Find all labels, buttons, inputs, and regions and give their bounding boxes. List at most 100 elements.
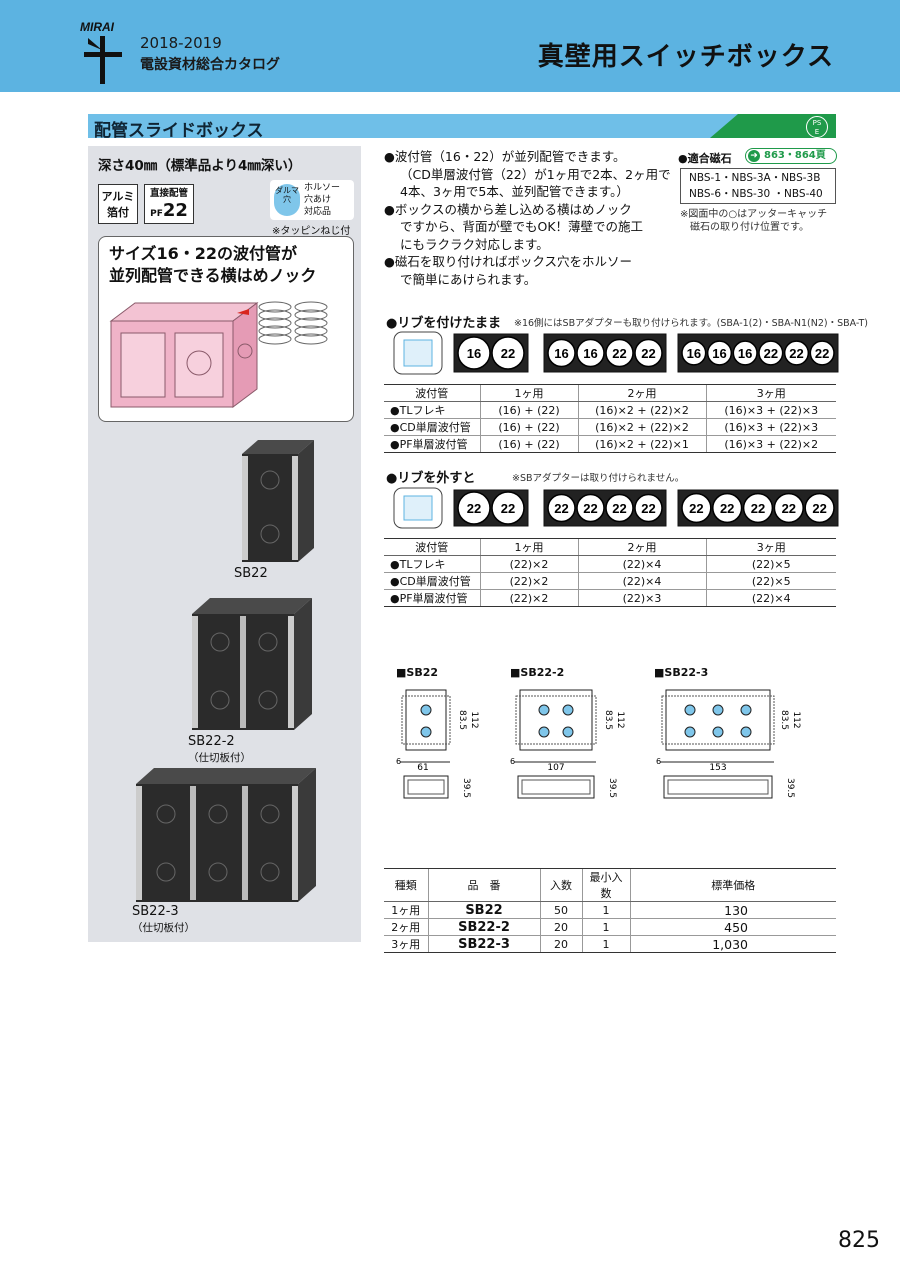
cell: 1ヶ用 <box>384 901 428 919</box>
dim-title-sb22-2: ■SB22-2 <box>510 666 565 679</box>
sb22-3-photo <box>136 768 316 902</box>
pipe-size-label: 16 <box>467 346 481 361</box>
pipe-size-label: 22 <box>782 501 796 516</box>
pipe-size-label: 22 <box>501 346 515 361</box>
sb22-2-sub: （仕切板付） <box>188 752 251 764</box>
pipe-circle <box>576 338 605 368</box>
dim-drawing-sb22: 61 6 83.5 112 39.5 <box>396 689 479 799</box>
sb22-3-label: SB22-3 <box>132 904 179 919</box>
cell: SB22-2 <box>427 918 540 936</box>
logo-text: MIRAI <box>80 20 115 34</box>
pipe-size-label: 22 <box>815 346 829 361</box>
cell: (16) + (22) <box>479 418 578 436</box>
rib-on-note: ※16側にはSBアダプターも取り付けられます。(SBA-1(2)・SBA-N1(… <box>514 318 869 329</box>
table-row: ●TLフレキ (22)×2 (22)×4 (22)×5 <box>384 555 836 573</box>
hol-line1: ホルソー <box>304 183 341 193</box>
feature-line: にもラクラク対応します。 <box>400 236 549 252</box>
sb22-2-photo <box>192 598 312 730</box>
badge-pf-size: PF22 <box>145 201 193 224</box>
hol-line3: 対応品 <box>304 207 332 217</box>
pipe-size-label: 22 <box>812 501 826 516</box>
cell: 20 <box>539 918 582 936</box>
col-header: 種類 <box>384 868 428 902</box>
dim-width: 153 <box>709 763 726 773</box>
magnet-note-line1: ※図面中の○はアッターキャッチ <box>680 209 828 220</box>
table-header-row: 波付管 1ヶ用 2ヶ用 3ヶ用 <box>384 384 836 402</box>
col-header: 標準価格 <box>629 868 836 902</box>
pipe-size-label: 22 <box>751 501 765 516</box>
cell: 50 <box>539 901 582 919</box>
dim-side: 6 <box>656 757 661 766</box>
cell: (22)×4 <box>577 572 706 590</box>
table-row: ●CD単層波付管 (22)×2 (22)×4 (22)×5 <box>384 572 836 590</box>
pipe-circle <box>809 340 835 366</box>
magnet-ref-text: 863・864頁 <box>764 150 826 161</box>
badge-pf-num: 22 <box>162 200 188 221</box>
dim-depth: 39.5 <box>785 778 795 798</box>
pipe-size-label: 16 <box>712 346 726 361</box>
cell: (16) + (22) <box>479 401 578 419</box>
cell: SB22 <box>427 901 540 919</box>
col-header: 最小入数 <box>581 868 630 902</box>
pipe-size-label: 22 <box>764 346 778 361</box>
pipe-circle <box>576 493 605 523</box>
col-header: 3ヶ用 <box>705 538 836 556</box>
mirai-logo-icon: MIRAI <box>80 20 122 84</box>
magnet-page-ref[interactable]: ➜ 863・864頁 <box>745 148 837 164</box>
cell: (22)×4 <box>577 555 706 573</box>
cell: ●TLフレキ <box>384 401 480 419</box>
pipe-circle <box>712 492 743 524</box>
pipe-size-label: 16 <box>583 346 597 361</box>
feature-list: ●波付管（16・22）が並列配管できます。 （CD単層波付管（22）が1ヶ用で2… <box>384 148 674 288</box>
pipe-size-label: 22 <box>641 501 655 516</box>
cell: (22)×2 <box>479 555 578 573</box>
badge-alu-line1: アルミ <box>101 190 135 203</box>
pipe-circle <box>491 491 525 525</box>
feature-line: ●波付管（16・22）が並列配管できます。 <box>384 149 626 164</box>
table-row: 1ヶ用 SB22 50 1 130 <box>384 901 836 919</box>
dim-h2: 112 <box>469 711 479 728</box>
pipe-circle <box>681 492 712 524</box>
table-header-row: 種類 品 番 入数 最小入数 標準価格 <box>384 868 836 902</box>
tapping-screw-note: ※タッピンねじ付 <box>272 226 351 237</box>
pipe-circle <box>547 493 576 523</box>
cell: (22)×5 <box>705 572 836 590</box>
cell: ●TLフレキ <box>384 555 480 573</box>
badge-pf-title: 直接配管 <box>149 188 188 199</box>
dim-h1: 83.5 <box>779 710 789 730</box>
feature-line: （CD単層波付管（22）が1ヶ用で2本、2ヶ用で <box>400 166 671 182</box>
callout-text: サイズ16・22の波付管が 並列配管できる横はめノック <box>109 243 316 287</box>
sb22-2-label: SB22-2 <box>188 734 235 749</box>
cell: 450 <box>629 918 836 936</box>
depth-note: 深さ40㎜（標準品より4㎜深い） <box>98 158 302 174</box>
pipe-circle <box>773 492 804 524</box>
daruma-hole-icon: ダルマ穴 <box>274 184 300 216</box>
col-header: 2ヶ用 <box>577 384 706 402</box>
side-knock-callout: サイズ16・22の波付管が 並列配管できる横はめノック <box>98 236 354 422</box>
pipe-circle <box>491 336 525 370</box>
pipe-circle <box>804 492 835 524</box>
col-header: 入数 <box>539 868 582 902</box>
holesaw-badge: ダルマ穴 ホルソー 穴あけ 対応品 <box>270 180 354 220</box>
box-rib-icon <box>393 487 443 529</box>
cell: 1,030 <box>629 935 836 953</box>
cell: ●PF単層波付管 <box>384 589 480 607</box>
callout-line1: サイズ16・22の波付管が <box>109 244 298 263</box>
rib-on-table: 波付管 1ヶ用 2ヶ用 3ヶ用 ●TLフレキ (16) + (22) (16)×… <box>384 384 836 453</box>
cell: 1 <box>581 935 630 953</box>
table-header-row: 波付管 1ヶ用 2ヶ用 3ヶ用 <box>384 538 836 556</box>
price-table: 種類 品 番 入数 最小入数 標準価格 1ヶ用 SB22 50 1 130 2ヶ… <box>384 868 836 953</box>
arrow-right-icon: ➜ <box>748 150 760 162</box>
pse-bottom: E <box>814 128 820 136</box>
dim-depth: 39.5 <box>461 778 471 798</box>
col-header: 1ヶ用 <box>479 384 578 402</box>
pipe-size-label: 22 <box>641 346 655 361</box>
col-header: 2ヶ用 <box>577 538 706 556</box>
col-header: 品 番 <box>427 868 540 902</box>
